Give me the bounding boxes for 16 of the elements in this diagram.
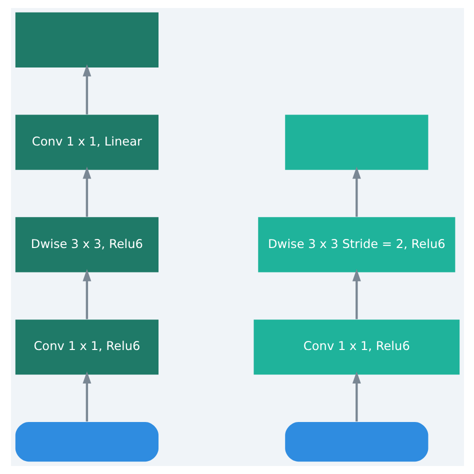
arrow [352, 166, 360, 217]
arrow [82, 64, 91, 114]
arrow [82, 371, 91, 422]
node-box: Dwise 3 x 3, Relu6 [14, 217, 158, 272]
node-box: Dwise 3 x 3 Stride = 2, Relu6 [258, 217, 455, 272]
node-box [284, 114, 428, 170]
node-box: Conv 1 x 1, Relu6 [253, 320, 460, 375]
node-pill [14, 422, 158, 462]
arrow [82, 166, 91, 217]
node-pill [284, 422, 428, 462]
arrow [352, 269, 360, 320]
node-box [14, 12, 158, 68]
node-box: Conv 1 x 1, Relu6 [14, 320, 158, 375]
node-box: Conv 1 x 1, Linear [14, 114, 158, 170]
arrow [82, 269, 91, 320]
arrow [352, 371, 360, 422]
